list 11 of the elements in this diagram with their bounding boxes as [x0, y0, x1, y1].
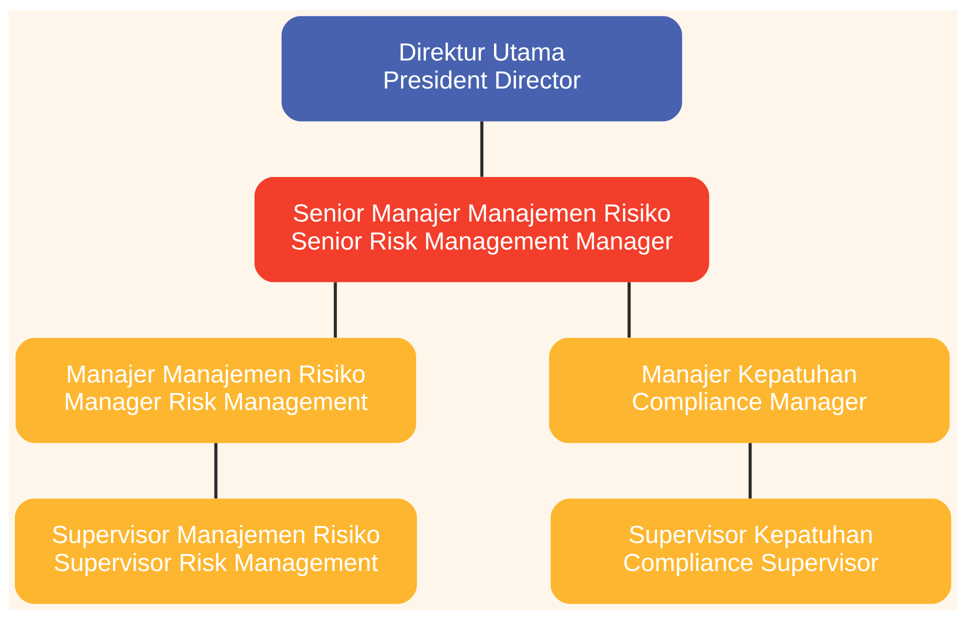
- connector: [214, 442, 218, 498]
- connector: [480, 120, 484, 176]
- node-box: Senior Manajer Manajemen Risiko Senior Risk Management Manager: [254, 176, 710, 282]
- connector: [748, 442, 752, 498]
- node-box: Direktur Utama President Director: [282, 16, 682, 121]
- node-box: Supervisor Kepatuhan Compliance Supervisor: [550, 498, 952, 604]
- node-box: Manajer Manajemen Risiko Manager Risk Management: [16, 337, 416, 442]
- connector: [334, 282, 337, 338]
- node-box: Supervisor Manajemen Risiko Supervisor Risk Management: [14, 498, 417, 604]
- connector: [628, 282, 631, 338]
- node-box: Manajer Kepatuhan Compliance Manager: [549, 337, 950, 442]
